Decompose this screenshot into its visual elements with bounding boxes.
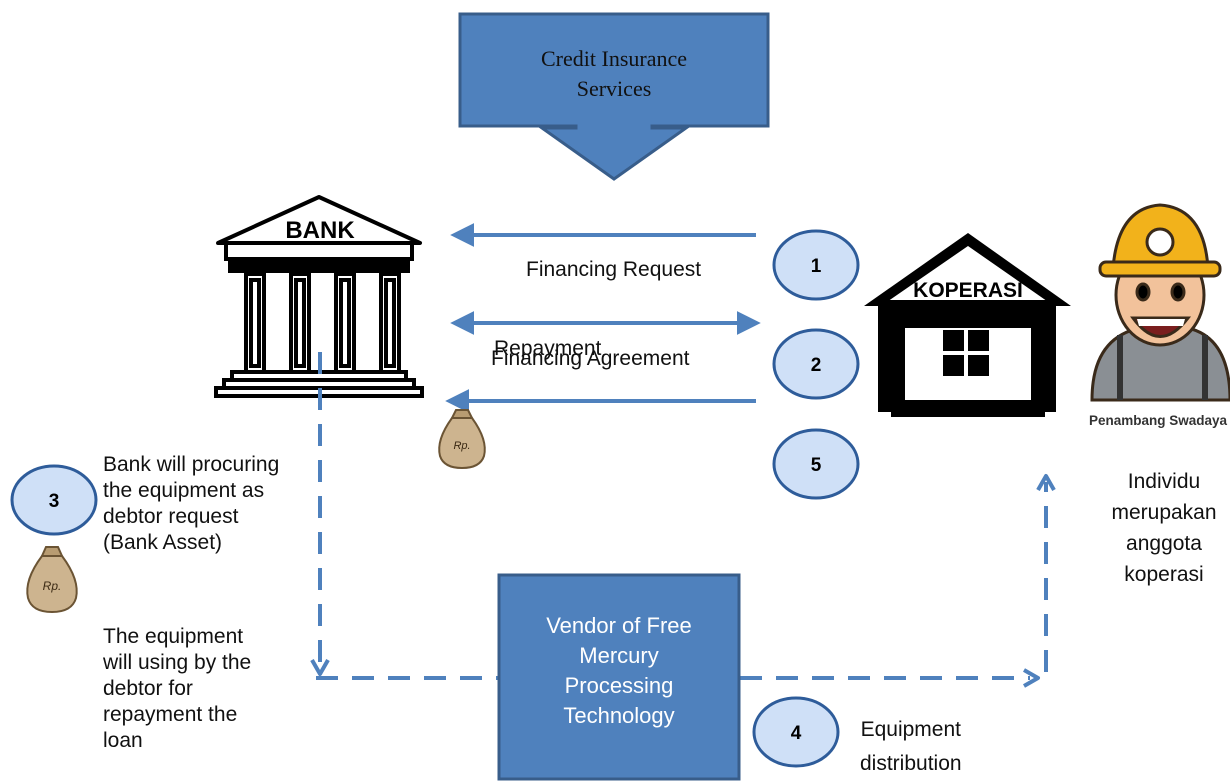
miner-caption: Penambang Swadaya: [1089, 413, 1228, 428]
equipment-use-line: will using by the: [103, 651, 252, 674]
step-4-label: 4: [791, 723, 802, 744]
distribution-note: Equipment distribution: [860, 713, 962, 781]
step-5-label: 5: [811, 455, 822, 476]
step-1-label: 1: [811, 256, 822, 277]
equipment-use-note: The equipment will using by the debtor f…: [103, 624, 251, 776]
step-1-circle: [772, 229, 860, 301]
vendor-line4: Technology: [563, 703, 674, 728]
financing-agreement-label: Financing Agreement: [491, 347, 690, 370]
financing-request-label: Financing Request: [526, 258, 702, 281]
money-bag-mark-1: Rp.: [453, 440, 470, 452]
distribution-line: distribution: [860, 752, 962, 775]
miner-icon: [1090, 203, 1230, 402]
koperasi-sign: KOPERASI: [913, 279, 1023, 302]
individu-line: Individu: [1127, 470, 1201, 493]
vendor-line1: Vendor of Free: [546, 613, 692, 638]
credit-insurance-line2: Services: [577, 76, 652, 101]
koperasi-building-icon: [864, 233, 1071, 417]
distribution-line: Equipment: [860, 718, 961, 741]
vendor-line2: Mercury: [579, 643, 658, 668]
bank-procure-line: Bank will procuring: [103, 453, 280, 476]
individu-note: Individu merupakan anggota koperasi: [1098, 466, 1230, 590]
individu-line: koperasi: [1124, 563, 1204, 586]
step-3-label: 3: [49, 491, 60, 512]
bank-procure-line: (Bank Asset): [103, 531, 223, 554]
money-bag-icon-procure: Rp.: [26, 546, 78, 614]
equipment-use-line: debtor for: [103, 677, 193, 700]
step-2-circle: [772, 328, 860, 400]
equipment-use-line: The equipment: [103, 625, 244, 648]
step-3-circle: [10, 464, 98, 536]
equipment-use-line: repayment the: [103, 703, 238, 726]
individu-line: merupakan: [1111, 501, 1217, 524]
step-4-circle: [752, 696, 840, 768]
credit-insurance-callout: Credit Insurance Services: [458, 12, 770, 181]
step-5-circle: [772, 428, 860, 500]
bank-procure-note: Bank will procuring the equipment as deb…: [103, 452, 279, 556]
individu-line: anggota: [1126, 532, 1202, 555]
credit-insurance-line1: Credit Insurance: [541, 46, 687, 71]
money-bag-mark-2: Rp.: [43, 579, 62, 593]
vendor-line3: Processing: [565, 673, 674, 698]
equipment-use-line: loan: [103, 729, 143, 752]
bank-procure-line: debtor request: [103, 505, 239, 528]
repayment-label: Repayment: [494, 337, 602, 360]
vendor-box: [497, 573, 741, 781]
step-2-label: 2: [811, 355, 822, 376]
money-bag-icon-repayment: Rp.: [438, 409, 486, 470]
bank-sign: BANK: [285, 217, 355, 244]
miner-caption-bg: [1078, 404, 1230, 432]
bank-procure-line: the equipment as: [103, 479, 265, 502]
